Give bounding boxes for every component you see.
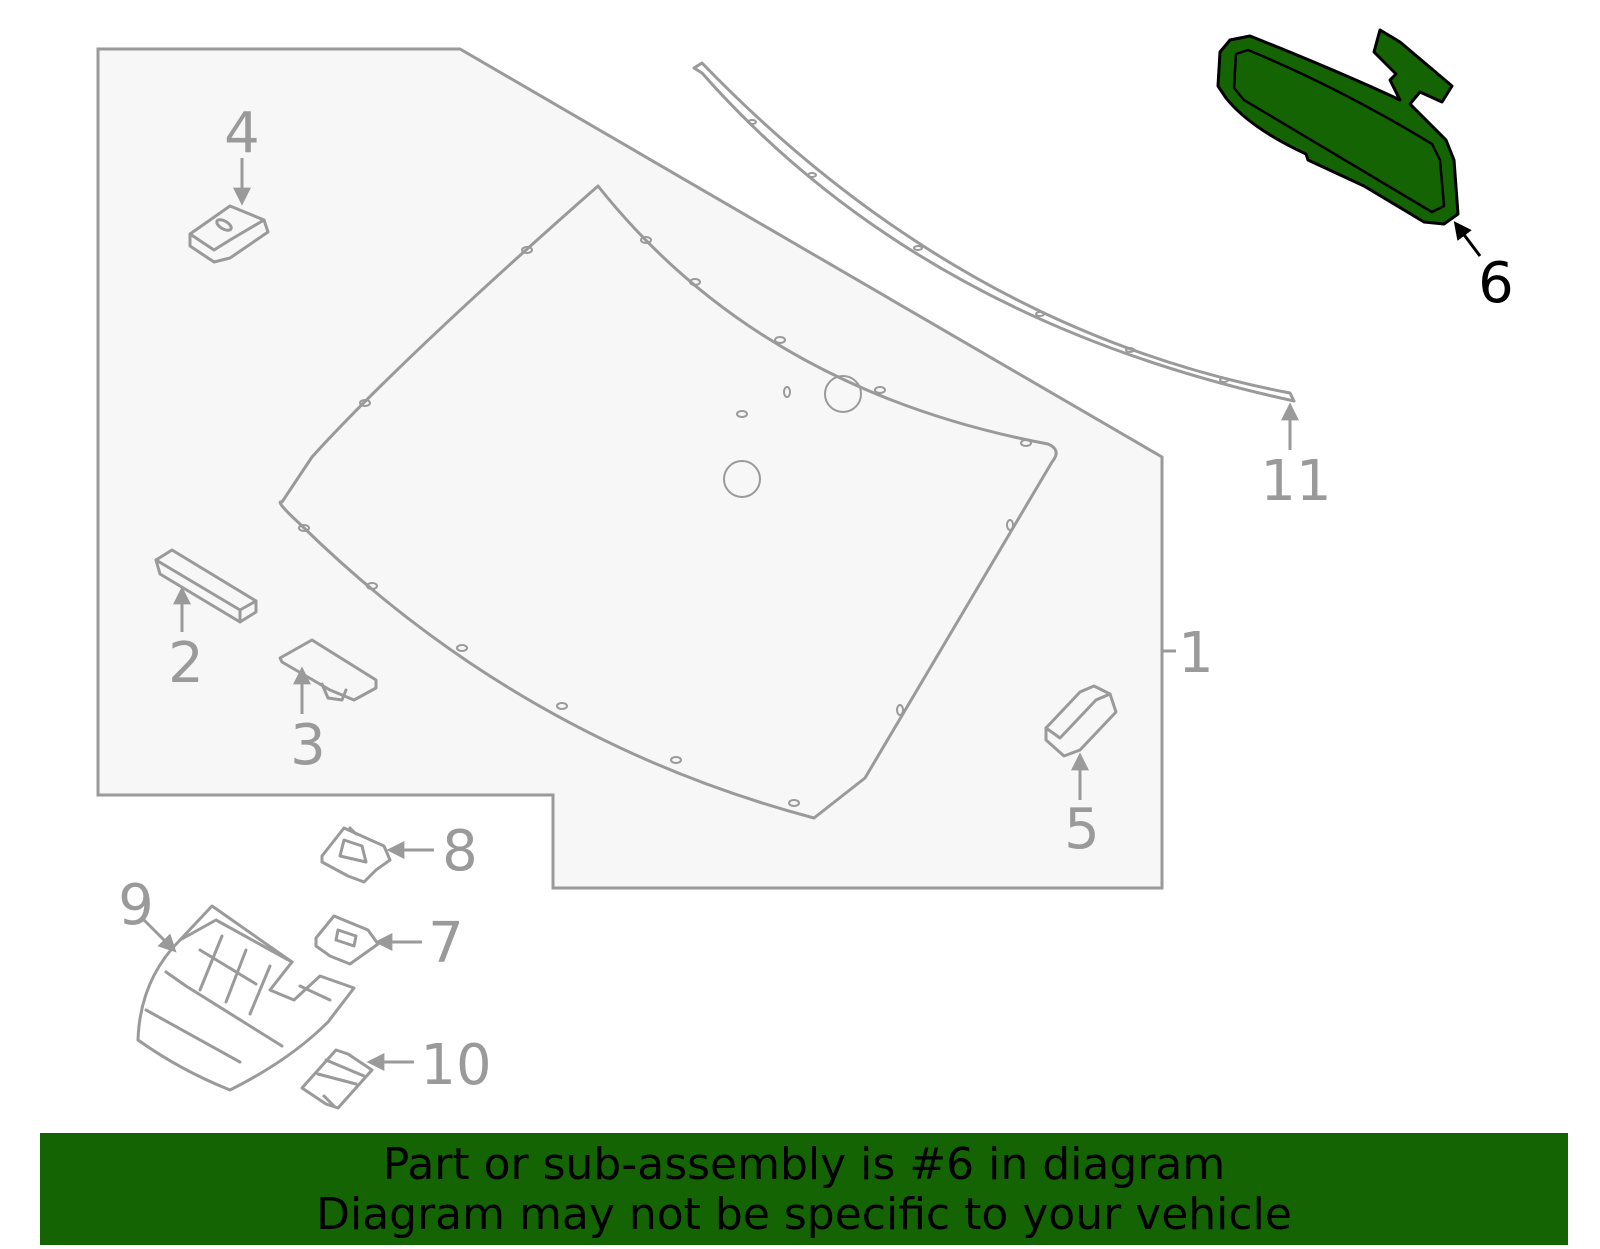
banner-line-disclaimer: Diagram may not be specific to your vehi…	[316, 1189, 1292, 1240]
part-2-trim-piece	[154, 548, 258, 624]
part-7-clip	[314, 914, 380, 966]
part-5-sensor-cover	[1044, 684, 1118, 758]
callout-11: 11	[1260, 449, 1331, 514]
windshield-mounting-holes	[298, 236, 1032, 807]
callout-7: 7	[428, 911, 464, 976]
moulding-clips	[747, 119, 1229, 383]
callout-1: 1	[1178, 621, 1214, 686]
windshield-moulding-strip	[692, 61, 1296, 403]
part-8-bracket	[320, 826, 392, 884]
callout-3: 3	[290, 713, 326, 778]
rearview-mirror-part-6[interactable]	[1216, 28, 1460, 226]
callout-10: 10	[420, 1033, 491, 1098]
callout-2: 2	[168, 631, 204, 696]
callout-4: 4	[224, 101, 260, 166]
callout-9: 9	[118, 873, 154, 938]
windshield-glass	[278, 184, 1058, 820]
part-10-retainer	[300, 1048, 374, 1110]
callout-6-leader	[1453, 221, 1482, 257]
callout-6: 6	[1478, 251, 1514, 316]
callout-5: 5	[1064, 797, 1100, 862]
part-9-overhead-console	[136, 904, 356, 1092]
info-banner: Part or sub-assembly is #6 in diagram Di…	[40, 1133, 1568, 1245]
windshield-panel-background	[96, 47, 1164, 890]
part-4-sensor-bracket	[188, 204, 270, 264]
part-3-cover	[278, 638, 378, 702]
banner-line-part: Part or sub-assembly is #6 in diagram	[382, 1139, 1226, 1190]
callout-leaders	[140, 158, 1299, 1071]
callout-8: 8	[442, 819, 478, 884]
